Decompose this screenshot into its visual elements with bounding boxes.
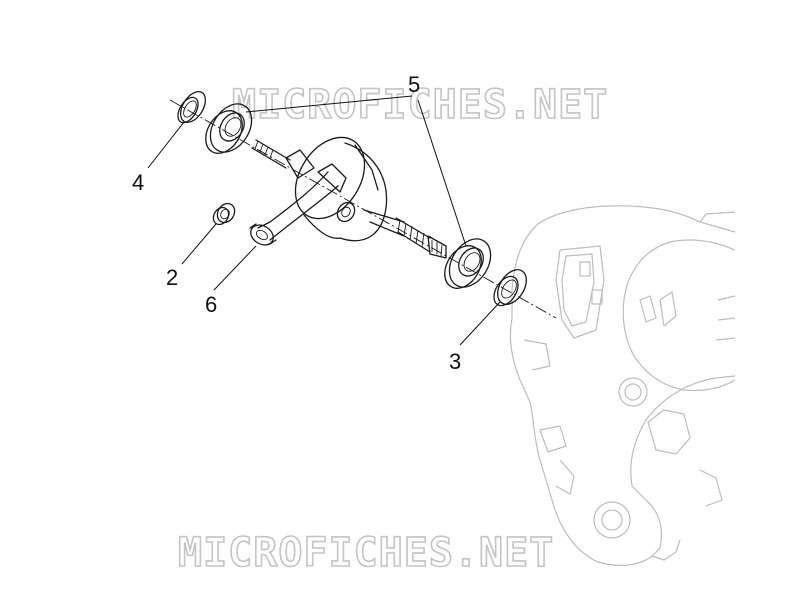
leader-4 [147,121,185,169]
callout-2: 2 [166,265,178,290]
center-axis-line [169,99,557,319]
oil-seal-left [177,90,207,124]
callout-5: 5 [408,72,420,97]
ball-bearing-left [205,103,253,154]
leader-3 [459,301,501,346]
leader-5-left [245,95,413,113]
ball-bearing-right [444,238,492,289]
callout-3: 3 [449,349,461,374]
callout-4: 4 [132,170,144,195]
needle-bearing [212,202,236,226]
leader-2 [181,223,217,265]
leader-5-right [417,99,467,247]
oil-seal-right [493,269,527,307]
watermark-bottom: MICROFICHES.NET [178,530,554,576]
leader-6 [213,245,257,291]
callout-6: 6 [205,292,217,317]
engine-casing [509,205,736,566]
crankshaft-assembly [249,136,447,259]
leader-lines [147,95,501,346]
